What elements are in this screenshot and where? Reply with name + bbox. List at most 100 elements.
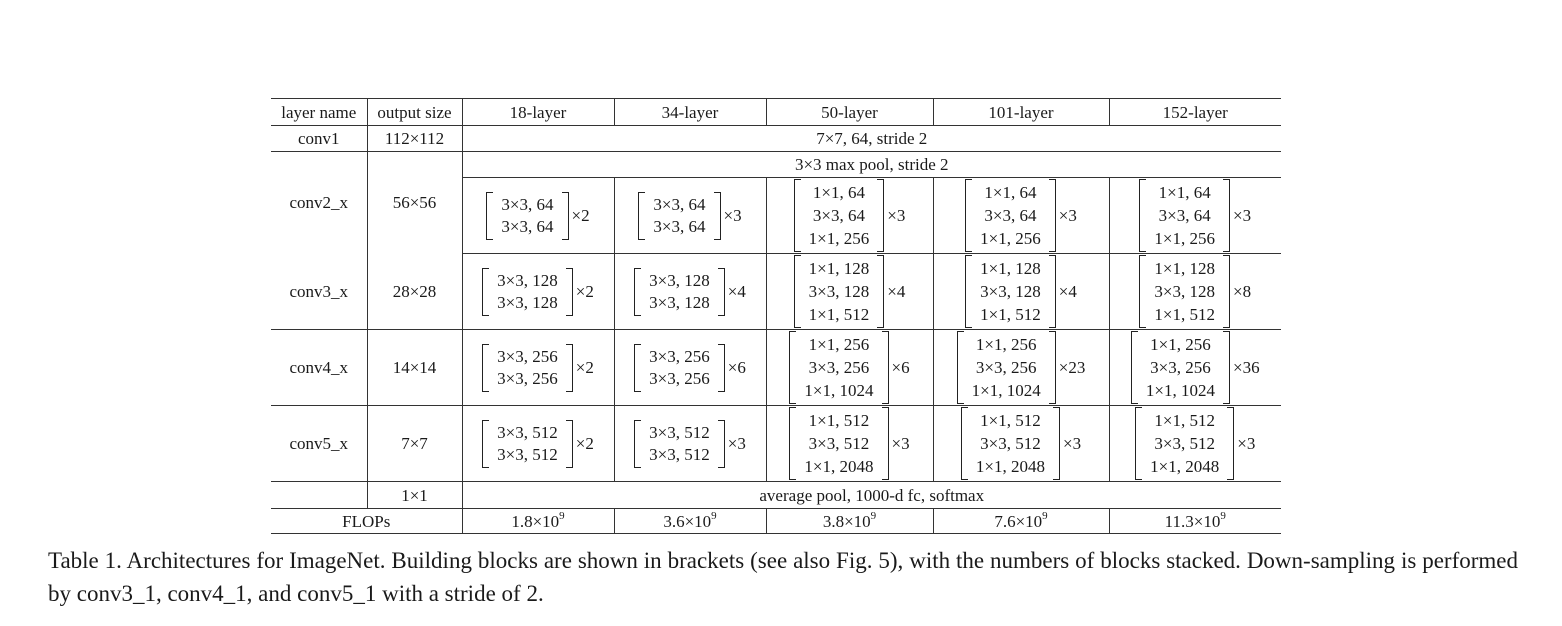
right-bracket: [717, 419, 725, 468]
block-line: 1×1, 1024: [804, 381, 874, 400]
block-line: 3×3, 512: [1154, 434, 1215, 453]
repeat-count: ×2: [575, 434, 594, 453]
block-cell: 1×1, 256 3×3, 256 1×1, 1024 ×23: [933, 329, 1110, 406]
block-line: 1×1, 256: [1150, 335, 1211, 354]
repeat-count: ×3: [723, 206, 742, 225]
left-bracket: [965, 179, 973, 252]
right-bracket: [881, 407, 889, 480]
flops-value: 3.6×109: [614, 508, 767, 534]
block-line: 3×3, 256: [497, 346, 558, 366]
final-spec: average pool, 1000-d fc, softmax: [462, 481, 1281, 509]
block-line: 3×3, 128: [808, 282, 870, 301]
repeat-count: ×36: [1233, 358, 1260, 377]
output-size-conv1: 112×112: [367, 125, 463, 152]
block-line: 1×1, 2048: [975, 457, 1045, 476]
block-line: 1×1, 256: [808, 335, 870, 354]
block-line: 3×3, 256: [649, 368, 710, 388]
repeat-count: ×23: [1058, 358, 1086, 377]
left-bracket: [1139, 179, 1147, 252]
right-bracket: [1227, 407, 1235, 480]
left-bracket: [634, 419, 642, 468]
block-line: 3×3, 128: [649, 292, 710, 312]
building-block: 1×1, 256 3×3, 256 1×1, 1024 ×23: [956, 331, 1086, 404]
layer-name-conv3-x: conv3_x: [271, 253, 368, 330]
block-line: 3×3, 512: [649, 444, 710, 464]
right-bracket: [1048, 179, 1056, 252]
block-line: 1×1, 1024: [971, 381, 1041, 400]
block-line: 3×3, 64: [984, 206, 1037, 225]
flops-exponent: 9: [711, 509, 717, 522]
block-line: 3×3, 128: [649, 270, 710, 290]
block-line: 3×3, 64: [653, 216, 706, 236]
block-line: 3×3, 256: [975, 358, 1037, 377]
block-line: 1×1, 64: [1158, 183, 1211, 202]
repeat-count: ×3: [1063, 434, 1082, 453]
header-152-layer: 152-layer: [1109, 98, 1281, 126]
repeat-count: ×3: [1237, 434, 1256, 453]
table-header-row: layer name output size 18-layer 34-layer…: [271, 98, 1281, 126]
block-line: 3×3, 512: [808, 434, 870, 453]
block-line: 3×3, 128: [1154, 282, 1215, 301]
right-bracket: [881, 331, 889, 404]
block-line: 3×3, 64: [501, 216, 554, 236]
block-lines: 1×1, 256 3×3, 256 1×1, 1024: [964, 331, 1049, 404]
block-line: 3×3, 64: [501, 194, 554, 214]
repeat-count: ×4: [727, 282, 746, 301]
left-bracket: [789, 331, 797, 404]
left-bracket: [1135, 407, 1143, 480]
architecture-table: layer name output size 18-layer 34-layer…: [271, 98, 1281, 534]
flops-exponent: 9: [870, 509, 877, 522]
block-line: 3×3, 512: [497, 444, 558, 464]
right-bracket: [1053, 407, 1060, 480]
right-bracket: [565, 267, 573, 316]
flops-base: 3.6×10: [663, 511, 712, 531]
block-line: 3×3, 256: [1150, 358, 1211, 377]
table-row-pool: conv2_x 56×56 3×3 max pool, stride 2: [271, 151, 1281, 254]
right-bracket: [1048, 255, 1056, 328]
right-bracket: [565, 419, 573, 468]
block-line: 3×3, 512: [497, 422, 558, 442]
repeat-count: ×2: [571, 206, 590, 225]
repeat-count: ×3: [1058, 206, 1077, 225]
block-line: 1×1, 128: [808, 259, 870, 278]
left-bracket: [638, 191, 646, 240]
block-line: 1×1, 256: [975, 335, 1037, 354]
repeat-count: ×2: [575, 358, 594, 377]
flops-base: 11.3×10: [1164, 511, 1221, 531]
right-bracket: [717, 343, 725, 392]
layer-name-conv5-x: conv5_x: [271, 405, 368, 482]
